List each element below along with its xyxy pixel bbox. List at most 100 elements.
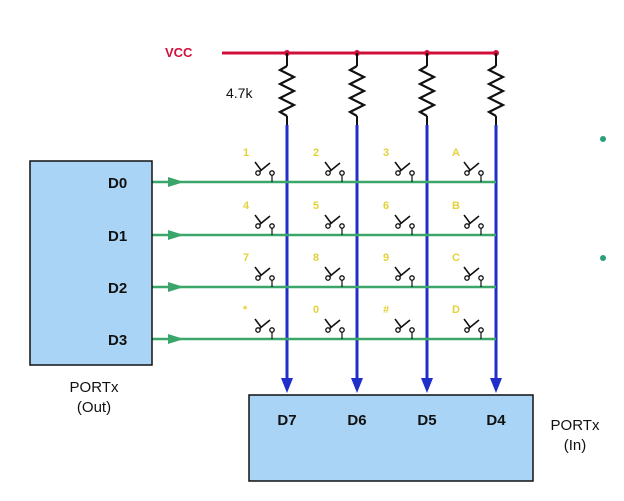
switch-lever	[463, 161, 471, 171]
switch-lever	[463, 214, 471, 224]
key-label: 3	[383, 147, 389, 159]
column-arrow	[490, 378, 502, 393]
switch-lever	[324, 161, 332, 171]
switch-contact	[478, 275, 484, 281]
switch-contact	[409, 275, 415, 281]
switch-lever	[467, 319, 480, 330]
switch-contact	[395, 170, 401, 176]
switch-contact	[478, 223, 484, 229]
switch-lever	[463, 318, 471, 328]
key-label: 2	[313, 147, 319, 159]
switch-lever	[328, 267, 341, 278]
switch-contact	[464, 275, 470, 281]
switch-lever	[398, 162, 411, 173]
switch-contact	[325, 170, 331, 176]
switch-lever	[394, 161, 402, 171]
key-label: 9	[383, 252, 389, 264]
key-label: 8	[313, 252, 319, 264]
bullet-dot	[600, 255, 606, 261]
switch-contact	[339, 327, 345, 333]
switch-lever	[398, 215, 411, 226]
switch-contact	[255, 327, 261, 333]
output-port-name: PORTx	[70, 379, 119, 396]
row-arrow	[168, 282, 184, 292]
switch-contact	[395, 327, 401, 333]
switch-lever	[254, 161, 262, 171]
key-label: 1	[243, 147, 249, 159]
switch-contact	[395, 275, 401, 281]
switch-lever	[328, 215, 341, 226]
output-port-direction: (Out)	[77, 399, 111, 416]
switch-lever	[328, 162, 341, 173]
switch-contact	[325, 223, 331, 229]
pullup-resistor	[417, 65, 437, 117]
switch-lever	[467, 267, 480, 278]
switch-contact	[478, 327, 484, 333]
column-arrow	[281, 378, 293, 393]
switch-lever	[394, 318, 402, 328]
input-port-direction: (In)	[564, 437, 587, 454]
column-arrow	[421, 378, 433, 393]
input-port-box	[248, 394, 534, 482]
switch-contact	[255, 170, 261, 176]
key-label: #	[383, 304, 389, 316]
key-label: 4	[243, 200, 250, 212]
switch-lever	[254, 214, 262, 224]
column-arrow	[351, 378, 363, 393]
input-pin-label: D7	[277, 412, 296, 429]
switch-lever	[398, 267, 411, 278]
output-port-box	[29, 160, 153, 366]
switch-contact	[325, 327, 331, 333]
switch-contact	[478, 170, 484, 176]
switch-lever	[254, 318, 262, 328]
switch-lever	[463, 266, 471, 276]
pullup-resistor	[347, 65, 367, 117]
switch-lever	[467, 162, 480, 173]
switch-contact	[464, 170, 470, 176]
key-label: D	[452, 304, 460, 316]
switch-contact	[269, 223, 275, 229]
output-pin-label: D1	[108, 228, 127, 245]
pullup-resistor	[486, 65, 506, 117]
key-label: 6	[383, 200, 389, 212]
output-pin-label: D2	[108, 280, 127, 297]
output-pin-label: D3	[108, 332, 127, 349]
output-pin-label: D0	[108, 175, 127, 192]
key-label: A	[452, 147, 460, 159]
switch-contact	[409, 223, 415, 229]
resistor-value-label: 4.7k	[226, 85, 253, 101]
switch-contact	[339, 170, 345, 176]
switch-lever	[467, 215, 480, 226]
switch-lever	[324, 266, 332, 276]
key-label: B	[452, 200, 460, 212]
key-label: 0	[313, 304, 319, 316]
switch-contact	[464, 327, 470, 333]
input-pin-label: D6	[347, 412, 366, 429]
switch-lever	[258, 319, 271, 330]
input-pin-label: D5	[417, 412, 436, 429]
switch-lever	[394, 266, 402, 276]
switch-contact	[339, 275, 345, 281]
switch-lever	[328, 319, 341, 330]
bullet-dot	[600, 136, 606, 142]
row-arrow	[168, 334, 184, 344]
input-pin-label: D4	[486, 412, 506, 429]
row-arrow	[168, 230, 184, 240]
pullup-resistor	[277, 65, 297, 117]
vcc-label: VCC	[165, 45, 193, 60]
key-label: C	[452, 252, 460, 264]
switch-lever	[324, 214, 332, 224]
switch-contact	[395, 223, 401, 229]
switch-contact	[255, 223, 261, 229]
switch-contact	[269, 275, 275, 281]
key-label: 7	[243, 252, 249, 264]
switch-lever	[258, 162, 271, 173]
row-arrow	[168, 177, 184, 187]
switch-lever	[258, 215, 271, 226]
switch-lever	[394, 214, 402, 224]
input-port-name: PORTx	[551, 417, 600, 434]
key-label: *	[243, 304, 248, 316]
switch-contact	[269, 170, 275, 176]
switch-contact	[255, 275, 261, 281]
